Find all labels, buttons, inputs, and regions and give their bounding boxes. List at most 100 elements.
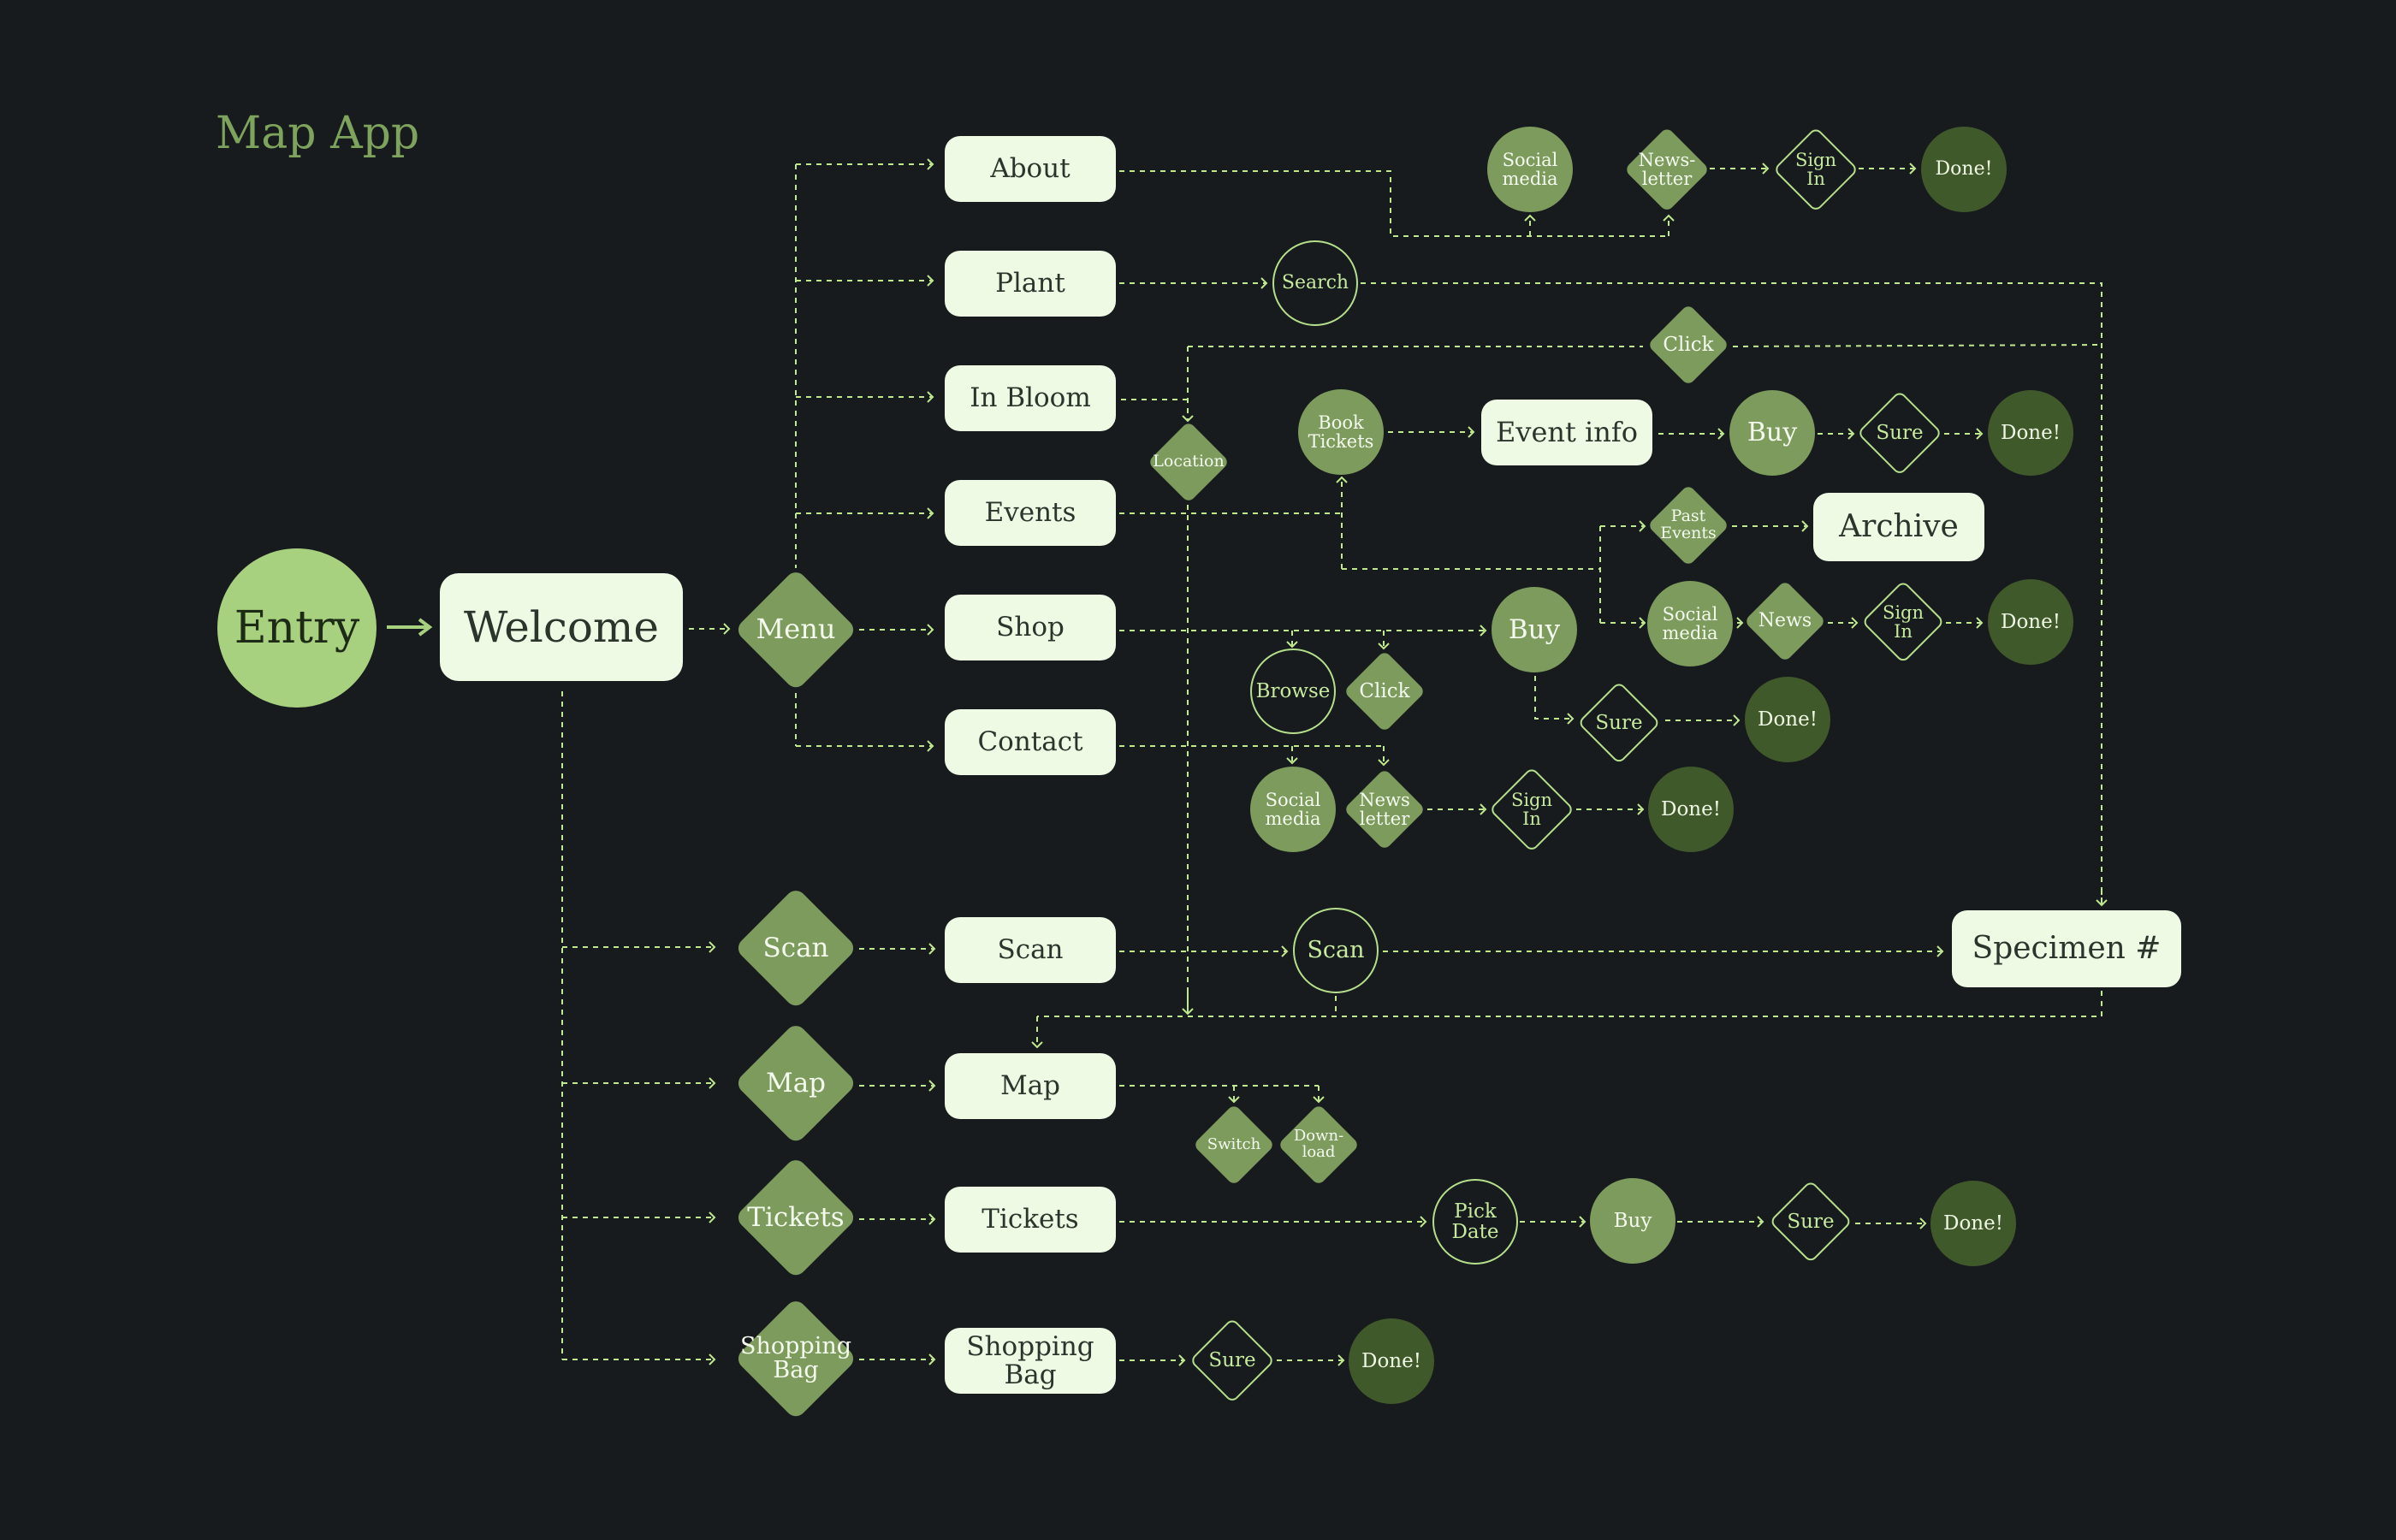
about-newsletter-diamond: News- letter: [1624, 127, 1710, 212]
arrowhead: [1919, 1217, 1927, 1229]
arrowhead: [1637, 803, 1645, 815]
arrowhead: [1281, 945, 1289, 957]
arrowhead: [927, 740, 934, 752]
arrowhead: [928, 1080, 936, 1092]
browse-node: Browse: [1250, 649, 1336, 734]
arrowhead: [1936, 945, 1944, 957]
scan-circle-node: Scan: [1293, 908, 1379, 993]
arrowhead: [1337, 1354, 1345, 1366]
events-done-node: Done!: [1988, 390, 2073, 476]
buy-to-sure: [1534, 676, 1573, 720]
events-node: Events: [945, 480, 1116, 546]
contact-newsletter-diamond: News letter: [1343, 768, 1426, 850]
arrowhead: [1420, 1216, 1427, 1228]
shop-social-media-node: Social media: [1647, 581, 1733, 666]
events-sure-diamond: Sure: [1857, 390, 1942, 476]
contact-done-node: Done!: [1648, 767, 1734, 852]
arrowhead: [1468, 426, 1475, 438]
arrowhead: [1480, 803, 1487, 815]
arrowhead: [1286, 757, 1298, 765]
entry-arrowhead: [418, 618, 433, 637]
arrowhead: [927, 507, 934, 519]
about-done-node: Done!: [1921, 127, 2007, 212]
arrowhead: [927, 158, 934, 170]
arrowhead: [928, 1213, 936, 1225]
menu-diamond: Menu: [734, 568, 857, 691]
shop-sure-diamond: Sure: [1577, 681, 1661, 765]
arrowhead: [927, 275, 934, 287]
shop-sure-done-node: Done!: [1745, 677, 1830, 762]
click-top-diamond: Click: [1647, 304, 1729, 386]
arrowhead: [928, 943, 936, 955]
arrowhead: [1762, 163, 1770, 175]
archive-node: Archive: [1813, 493, 1984, 561]
arrowhead: [1851, 617, 1859, 629]
arrowhead: [1639, 520, 1646, 532]
arrowhead: [1178, 1354, 1186, 1366]
arrowhead: [723, 623, 731, 635]
arrowhead: [1663, 214, 1675, 222]
arrowhead: [1260, 277, 1268, 289]
arrowhead: [1031, 1041, 1043, 1049]
arrowhead: [1182, 1008, 1194, 1016]
arrowhead: [1736, 617, 1744, 629]
tickets-sure-diamond: Sure: [1769, 1180, 1853, 1264]
plant-node: Plant: [945, 251, 1116, 317]
arrowhead: [1286, 641, 1298, 649]
arrowhead: [1733, 714, 1741, 726]
arrowhead: [1579, 1216, 1586, 1228]
arrowhead: [1639, 617, 1646, 629]
arrowhead: [709, 1353, 716, 1365]
book-tickets-node: Book Tickets: [1298, 389, 1384, 475]
click-to-specimen: [1732, 344, 2102, 347]
shopping-bag-diamond: Shopping Bag: [734, 1297, 857, 1420]
diagram-title: Map App: [216, 108, 420, 159]
arrowhead: [1567, 713, 1575, 725]
arrowhead: [928, 1353, 936, 1365]
arrowhead: [709, 941, 716, 953]
contact-sign-in-diamond: Sign In: [1489, 767, 1575, 852]
arrowhead: [1976, 428, 1984, 440]
arrowhead: [709, 1211, 716, 1223]
switch-diamond: Switch: [1193, 1104, 1275, 1186]
shop-buy-node: Buy: [1492, 587, 1577, 672]
search-to-specimen: [1361, 282, 2102, 905]
shopping-bag-node: Shopping Bag: [945, 1328, 1116, 1394]
specimen-node: Specimen #: [1952, 910, 2181, 987]
arrowhead: [2096, 899, 2108, 907]
bag-done-node: Done!: [1349, 1318, 1434, 1404]
arrowhead: [927, 391, 934, 403]
events-buy-node: Buy: [1729, 390, 1815, 476]
arrowhead: [1182, 415, 1194, 423]
tickets-done-node: Done!: [1930, 1181, 2016, 1266]
about-social-media-node: Social media: [1487, 127, 1573, 212]
arrowhead: [1378, 759, 1390, 767]
about-sign-in-diamond: Sign In: [1773, 127, 1859, 212]
arrowhead: [1909, 163, 1917, 175]
arrowhead: [1847, 428, 1855, 440]
tickets-diamond: Tickets: [734, 1156, 857, 1279]
shop-news-diamond: News: [1744, 580, 1826, 662]
entry-node: Entry: [217, 548, 377, 708]
bag-sure-diamond: Sure: [1189, 1318, 1275, 1403]
scan-node: Scan: [945, 917, 1116, 983]
scan-diamond: Scan: [734, 886, 857, 1010]
pick-date-node: Pick Date: [1432, 1179, 1518, 1265]
map-node: Map: [945, 1053, 1116, 1119]
tickets-node: Tickets: [945, 1187, 1116, 1253]
arrowhead: [927, 624, 934, 636]
arrowhead: [1480, 625, 1487, 637]
arrowhead: [1717, 428, 1725, 440]
in-bloom-node: In Bloom: [945, 365, 1116, 431]
event-info-node: Event info: [1481, 400, 1652, 465]
plant-search-node: Search: [1272, 240, 1358, 326]
arrowhead: [1524, 214, 1536, 222]
arrowhead: [1313, 1096, 1325, 1104]
about-connector: [1119, 170, 1669, 237]
arrowhead: [1336, 476, 1348, 483]
shop-sign-in-diamond: Sign In: [1861, 580, 1945, 664]
map-diamond: Map: [734, 1022, 857, 1145]
shop-click-diamond: Click: [1343, 650, 1426, 732]
